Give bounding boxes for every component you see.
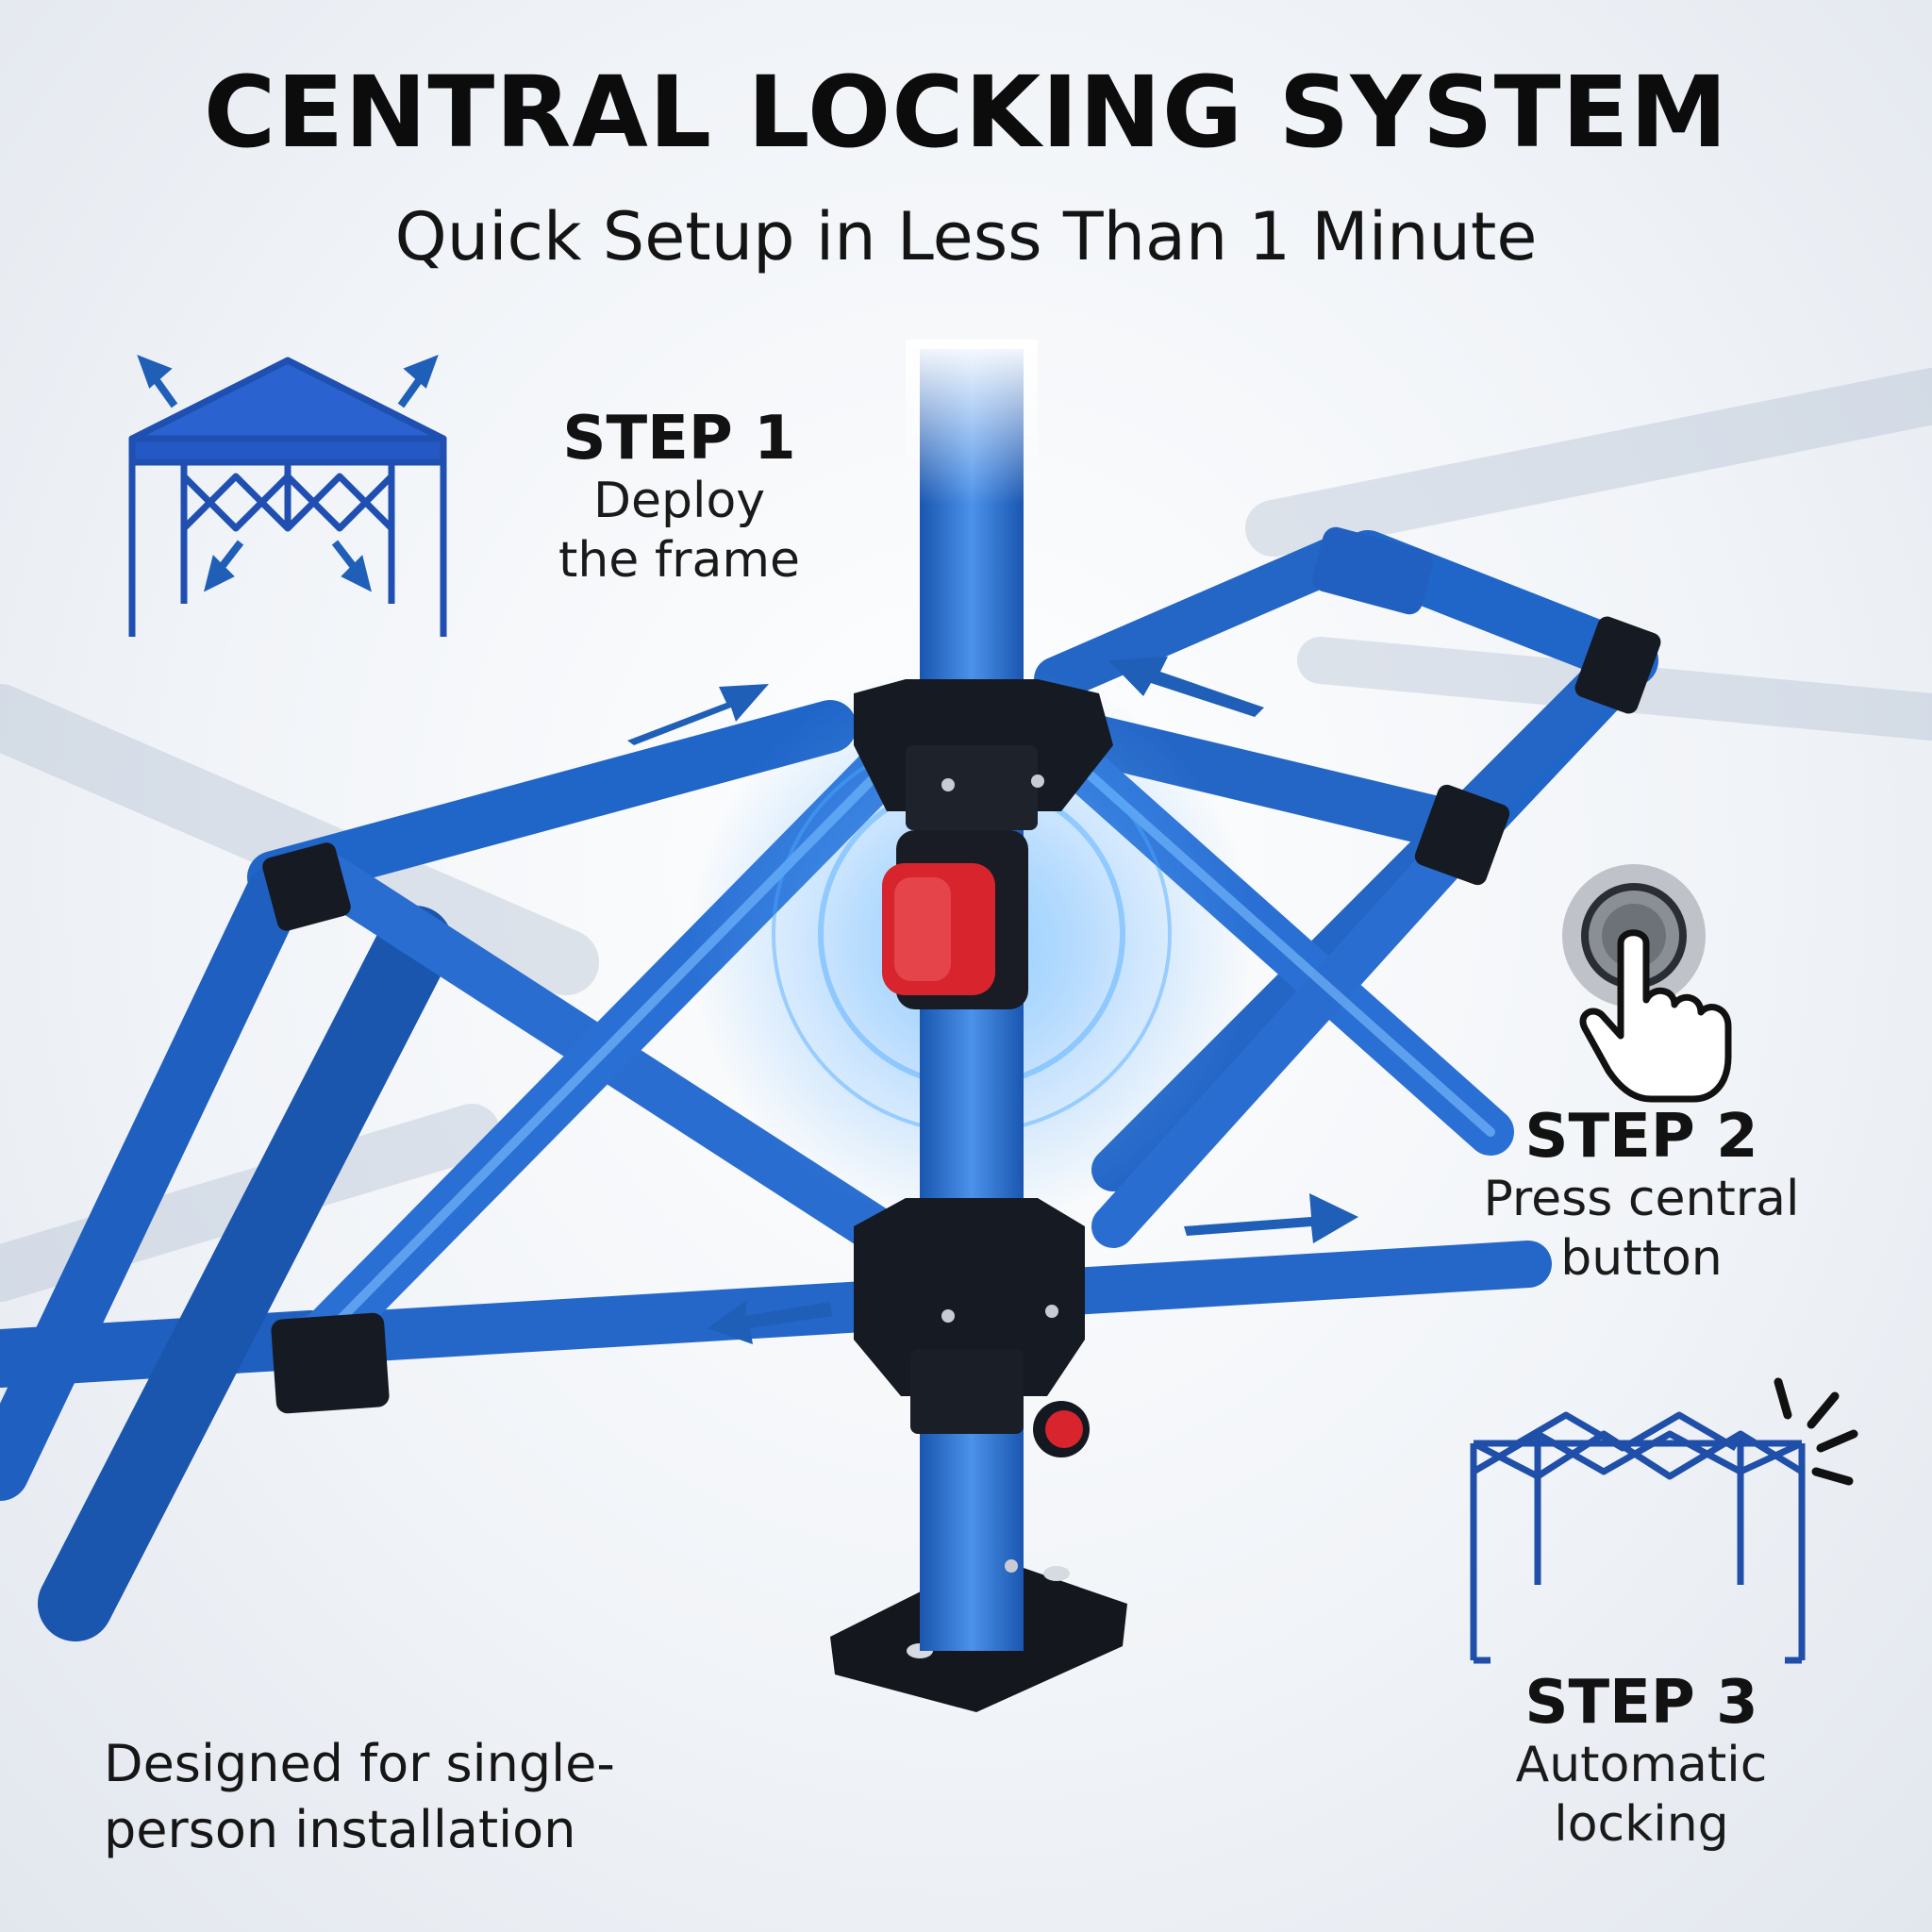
step-3-line-2: locking [1554,1795,1729,1853]
installation-note-line-1: Designed for single- [104,1734,615,1793]
corner-connectors [262,526,1661,1414]
step-1-line-2: the frame [558,531,801,589]
foot-plate [830,1434,1127,1712]
red-lock-button [882,830,1028,1009]
step-3-heading: STEP 3 [1524,1668,1758,1738]
step-2-caption: STEP 2 Press central button [1434,1104,1849,1288]
motion-arrows [627,657,1358,1344]
upper-hub [854,679,1113,830]
step-3-caption: STEP 3 Automatic locking [1453,1670,1830,1854]
step-2-heading: STEP 2 [1524,1102,1758,1172]
page-title: CENTRAL LOCKING SYSTEM [203,55,1729,170]
step-2-line-2: button [1560,1229,1723,1287]
step-1-heading: STEP 1 [562,404,796,474]
step-1-line-1: Deploy [592,473,766,530]
page-subtitle: Quick Setup in Less Than 1 Minute [394,198,1538,275]
step-1-caption: STEP 1 Deploy the frame [528,406,830,590]
step-3-line-1: Automatic [1515,1737,1768,1794]
lower-hub [854,1198,1090,1457]
installation-note-line-2: person installation [104,1800,576,1860]
installation-note: Designed for single- person installation [104,1731,708,1863]
step-2-line-1: Press central [1483,1171,1800,1228]
